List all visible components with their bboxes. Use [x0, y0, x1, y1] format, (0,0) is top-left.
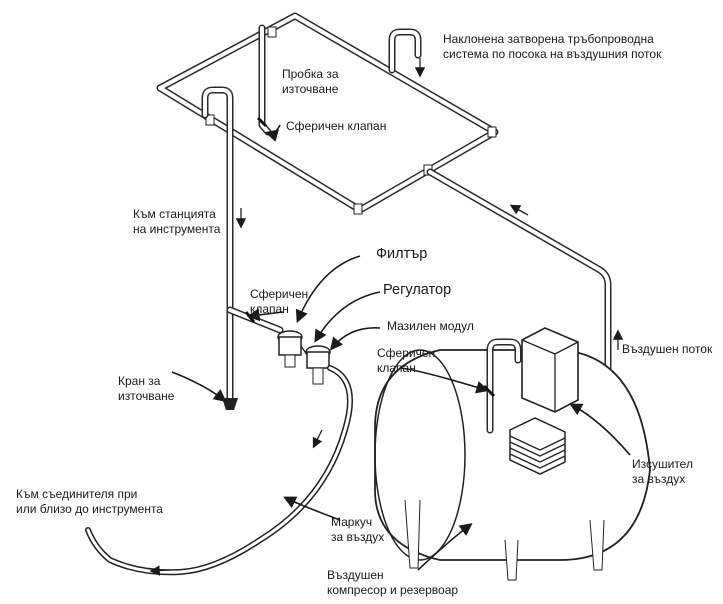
air-receiver-tank: [374, 349, 651, 581]
drain-leg-top: [256, 24, 272, 136]
compressor: [509, 417, 566, 475]
to-coupler-label: Към съединителя при или близо до инструм…: [16, 487, 163, 516]
frl-branch: [226, 306, 331, 385]
ball-valve-mid-label: Сферичен клапан: [250, 287, 309, 316]
drain-plug-label: Пробка за източване: [282, 67, 339, 96]
lubricator-label: Мазилен модул: [387, 319, 474, 333]
leader-lines: [171, 124, 631, 571]
slope-note-label: Наклонена затворена тръбопроводна систем…: [443, 32, 662, 61]
airflow-label: Въздушен поток: [622, 342, 713, 356]
top-right-riser: [388, 28, 426, 78]
dryer-label: Изсушител за въздух: [632, 457, 693, 486]
air-hose: [85, 365, 353, 576]
filter-label: Филтър: [376, 246, 428, 262]
air-dryer: [521, 327, 579, 413]
ball-valve-right-label: Сферичен клапан: [377, 346, 436, 375]
drop-to-station: [201, 86, 247, 410]
ball-valve-top-label: Сферичен клапан: [286, 119, 387, 133]
compressor-label: Въздушен компресор и резервоар: [327, 568, 459, 597]
overhead-pipe-loop: [156, 12, 499, 215]
drain-cock-label: Кран за източване: [118, 374, 175, 403]
to-station-label: Към станцията на инструмента: [133, 207, 221, 236]
regulator-label: Регулатор: [383, 282, 452, 298]
hose-label: Маркуч за въздух: [331, 515, 385, 544]
